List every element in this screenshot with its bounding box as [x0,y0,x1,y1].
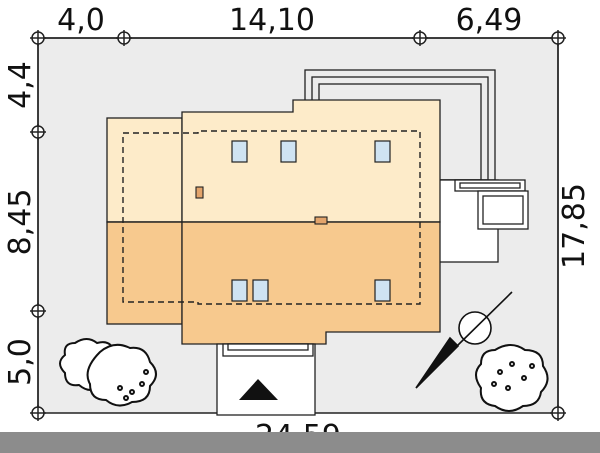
entrance-triangle-icon [239,379,278,400]
dim-top-2: 14,10 [229,3,315,38]
node-bottom-right [550,405,566,421]
dimension-nodes [30,30,566,421]
roof-main-upper [181,99,441,223]
house [106,99,441,345]
dim-left-1: 4,4 [3,61,38,109]
dim-left-3: 5,0 [3,338,38,386]
node-bottom-left [30,405,46,421]
node-left-1 [30,124,46,140]
roof-main-lower [181,221,441,345]
wall-outline-dashed [122,130,421,305]
node-top-left [30,30,46,46]
node-top-2 [412,30,428,46]
node-top-1 [116,30,132,46]
chimneys [195,186,328,225]
node-top-right [550,30,566,46]
north-arrow-icon [415,291,513,389]
roof-left-upper [106,117,183,223]
roof-windows [231,140,391,302]
bottom-bar [0,432,600,453]
dim-top-3: 6,49 [456,3,523,38]
dim-left-2: 8,45 [3,189,38,256]
roof-left-lower [106,221,183,325]
entrance [216,343,316,416]
dim-top-1: 4,0 [57,3,105,38]
node-left-2 [30,303,46,319]
tree-icon-right [475,344,549,412]
tree-icon [59,338,157,407]
dim-right: 17,85 [557,183,592,269]
